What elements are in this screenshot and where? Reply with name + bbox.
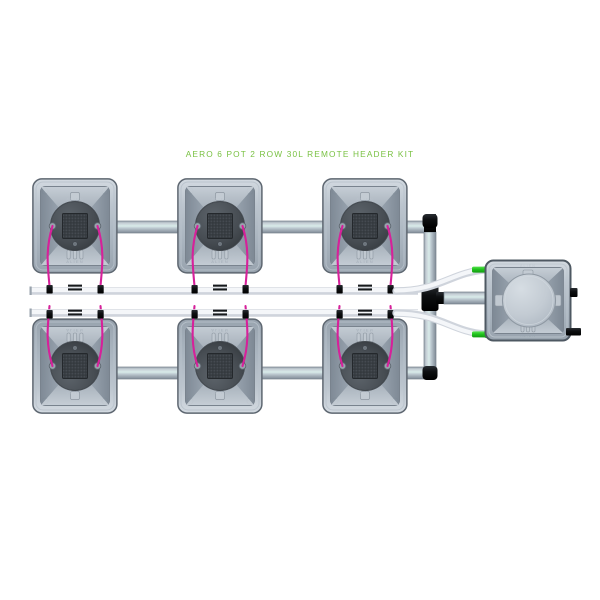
- pipe-top-2-3: [256, 220, 328, 234]
- pot-1[interactable]: [32, 178, 118, 274]
- pipe-top-1-2: [111, 220, 183, 234]
- pot-4[interactable]: [32, 318, 118, 414]
- row-bottom: [29, 304, 435, 414]
- reservoir-feed-pipe: [443, 291, 491, 305]
- pot-6[interactable]: [322, 318, 408, 414]
- reservoir-tank[interactable]: ALIEN ALIEN: [472, 259, 581, 342]
- pipe-bottom-1-2: [111, 366, 183, 380]
- white-feed-tube-top: [29, 286, 418, 295]
- white-feed-tube-bottom: [29, 308, 418, 317]
- header-tee-fitting: [421, 285, 446, 311]
- magenta-tubes-pot-3: [336, 224, 394, 288]
- drain-bars-bottom: [68, 309, 372, 316]
- outlet-fitting-upper: [570, 288, 578, 297]
- vertical-header-pipe: [421, 214, 446, 380]
- drain-bars-top: [68, 284, 372, 291]
- magenta-tubes-pot-1: [46, 224, 104, 288]
- dripper-fittings-top: [46, 285, 394, 294]
- pot-3[interactable]: [322, 178, 408, 274]
- svg-text:ALIEN: ALIEN: [520, 334, 536, 338]
- row-top: [29, 178, 435, 295]
- page-title: AERO 6 POT 2 ROW 30L REMOTE HEADER KIT: [185, 149, 415, 159]
- svg-text:ALIEN: ALIEN: [520, 264, 536, 268]
- outlet-fitting-lower: [566, 328, 581, 336]
- magenta-tubes-pot-2: [191, 224, 249, 288]
- pot-2[interactable]: [177, 178, 263, 274]
- pipe-bottom-2-3: [256, 366, 328, 380]
- dripper-fittings-bottom: [46, 310, 394, 319]
- pot-5[interactable]: [177, 318, 263, 414]
